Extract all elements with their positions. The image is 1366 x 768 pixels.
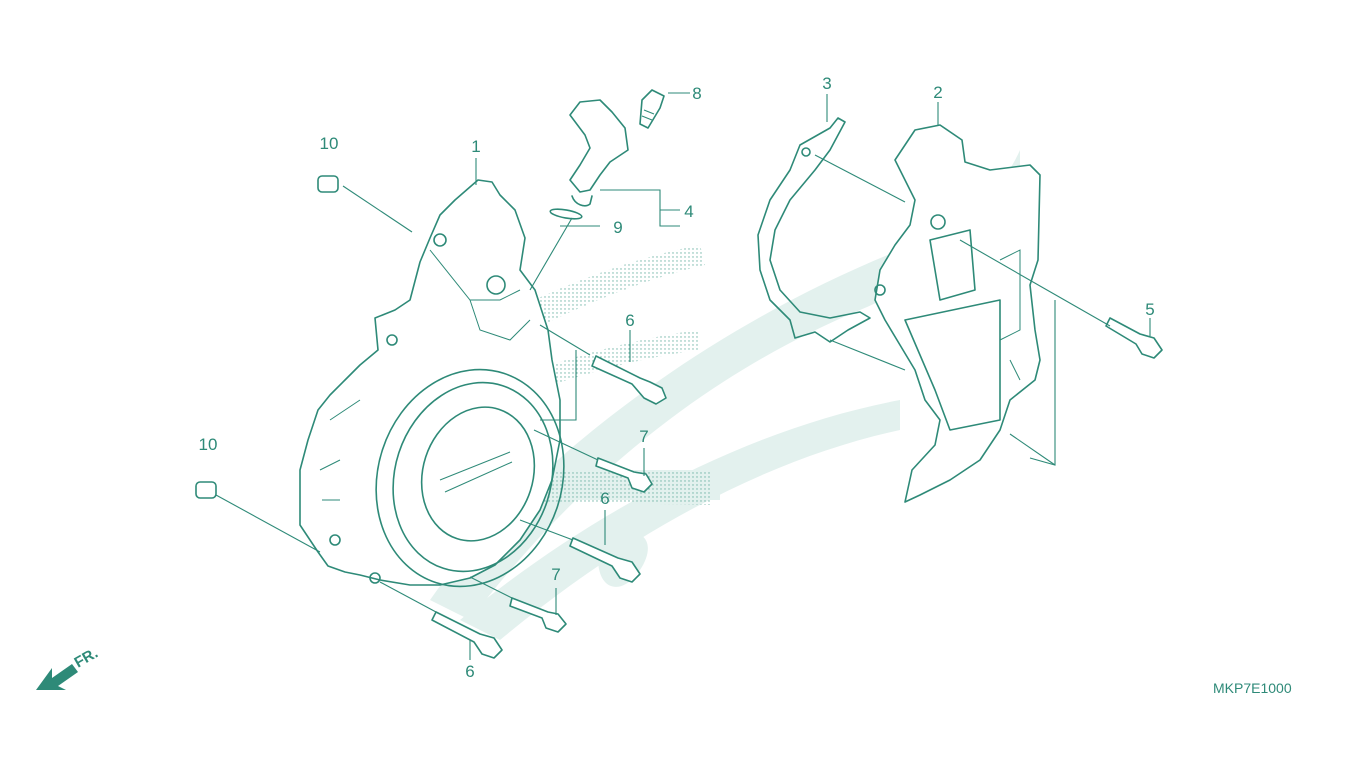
front-direction-label: FR.: [72, 645, 101, 672]
bolt-part-7-lower: [509, 597, 567, 633]
callout-6-middle: 6: [600, 489, 609, 508]
sensor-bolt-part: [639, 89, 665, 129]
callout-1: 1: [471, 137, 480, 156]
sprocket-cover-part: [874, 124, 1041, 503]
callout-7-upper: 7: [639, 427, 648, 446]
bolt-part-6-middle: [569, 537, 641, 583]
callout-9: 9: [613, 218, 622, 237]
generator-cover-part: [299, 179, 565, 588]
front-direction-arrow-icon: FR.: [36, 645, 101, 690]
leader-lines: [215, 92, 1151, 660]
callout-2: 2: [933, 83, 942, 102]
callout-4: 4: [684, 202, 693, 221]
bolt-part-5: [1105, 317, 1163, 359]
callout-3: 3: [822, 74, 831, 93]
bolt-part-6-lower: [431, 611, 503, 659]
callout-8: 8: [692, 84, 701, 103]
gasket-part: [757, 117, 871, 343]
bolt-part-7-upper: [595, 457, 653, 493]
diagram-code: MKP7E1000: [1213, 680, 1292, 696]
dowel-pin-part-lower: [195, 481, 217, 499]
callout-10-upper: 10: [320, 134, 339, 153]
callout-7-lower: 7: [551, 565, 560, 584]
callout-5: 5: [1145, 300, 1154, 319]
callout-6-upper: 6: [625, 311, 634, 330]
callout-6-lower: 6: [465, 662, 474, 681]
callout-10-lower: 10: [199, 435, 218, 454]
bolt-part-6-upper: [591, 355, 667, 405]
sensor-assembly-part: [549, 99, 629, 220]
dowel-pin-part-upper: [317, 175, 339, 193]
